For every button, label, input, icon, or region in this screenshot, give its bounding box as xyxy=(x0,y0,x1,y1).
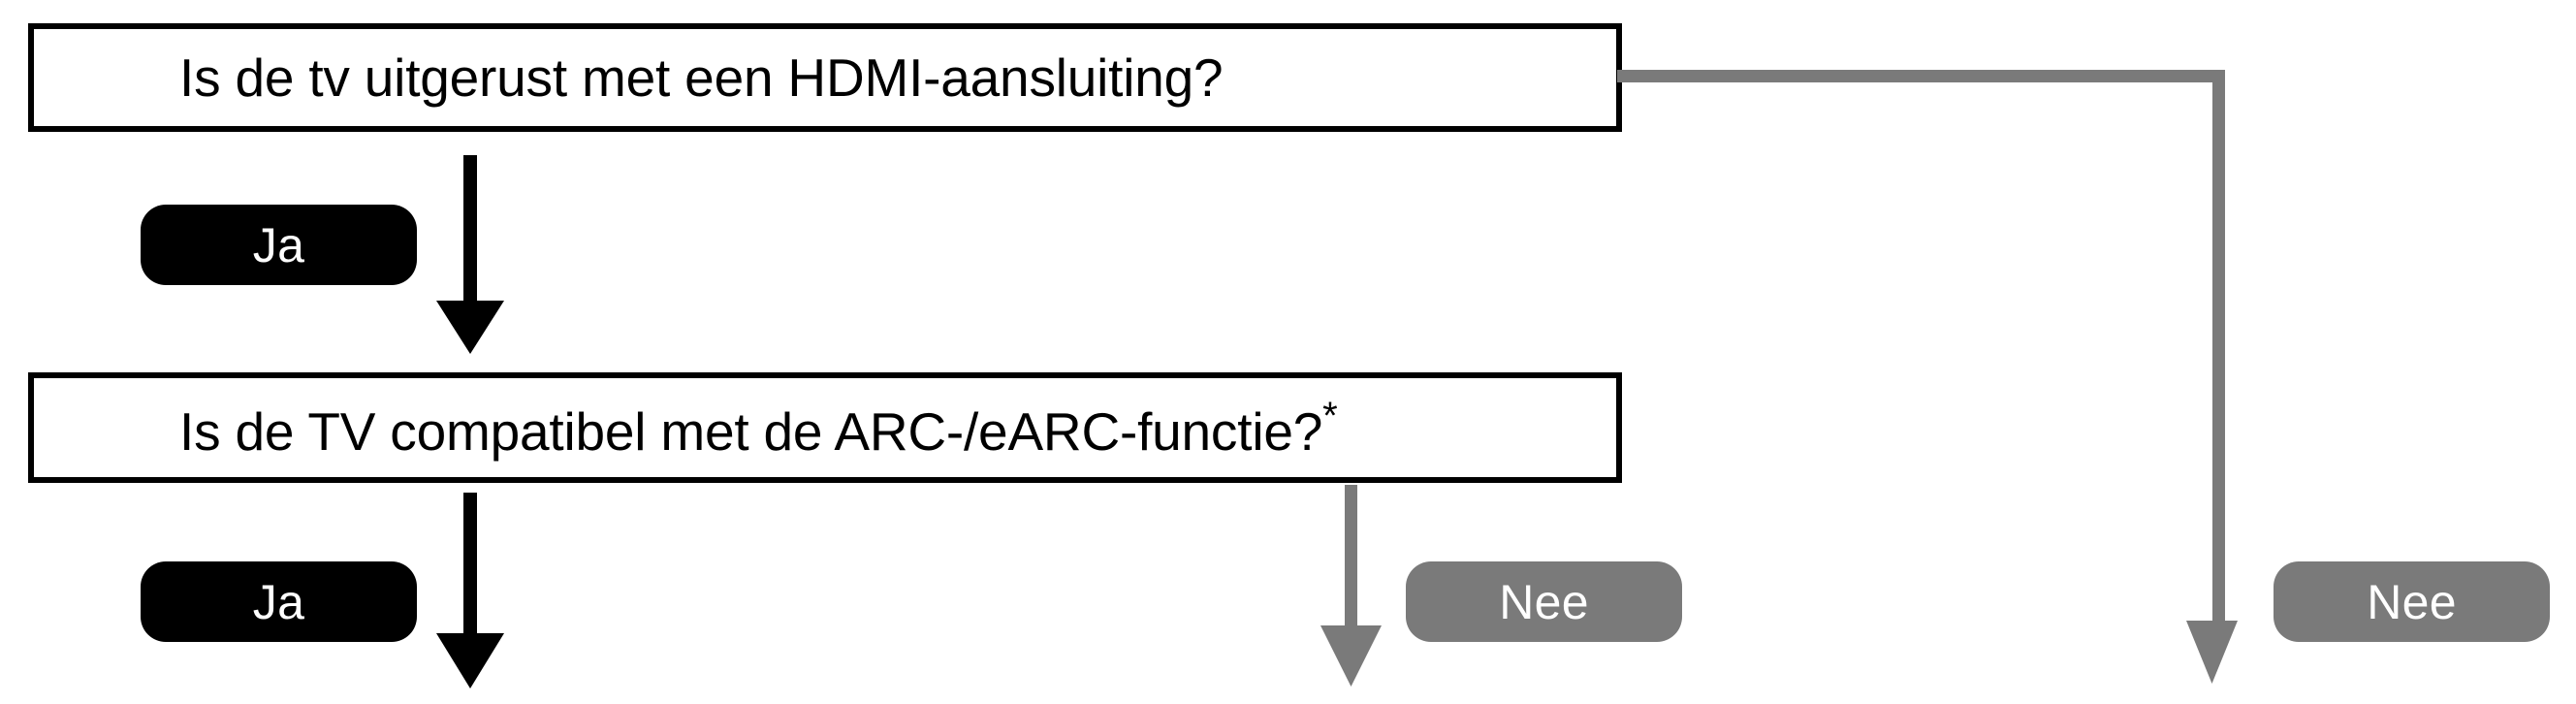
arrow-hdmi-yes xyxy=(427,155,516,354)
footnote-asterisk: * xyxy=(1322,395,1338,437)
edge-label-hdmi-yes[interactable]: Ja xyxy=(141,205,417,285)
edge-label-arc-no[interactable]: Nee xyxy=(1406,561,1682,642)
decision-node-hdmi-label: Is de tv uitgerust met een HDMI-aansluit… xyxy=(179,47,1224,108)
decision-node-arc[interactable]: Is de TV compatibel met de ARC-/eARC-fun… xyxy=(28,372,1622,483)
edge-label-arc-yes-text: Ja xyxy=(252,574,305,629)
edge-label-hdmi-yes-text: Ja xyxy=(252,217,305,272)
edge-label-hdmi-no-text: Nee xyxy=(2367,574,2457,629)
edge-label-arc-no-text: Nee xyxy=(1499,574,1589,629)
decision-node-hdmi[interactable]: Is de tv uitgerust met een HDMI-aansluit… xyxy=(28,23,1622,132)
decision-node-arc-label: Is de TV compatibel met de ARC-/eARC-fun… xyxy=(34,397,1338,459)
arrow-arc-yes xyxy=(427,493,516,688)
edge-label-arc-yes[interactable]: Ja xyxy=(141,561,417,642)
arrow-hdmi-no xyxy=(1617,64,2238,688)
arrow-arc-no xyxy=(1307,485,1396,688)
edge-label-hdmi-no[interactable]: Nee xyxy=(2274,561,2550,642)
decision-node-arc-text: Is de TV compatibel met de ARC-/eARC-fun… xyxy=(179,401,1323,462)
